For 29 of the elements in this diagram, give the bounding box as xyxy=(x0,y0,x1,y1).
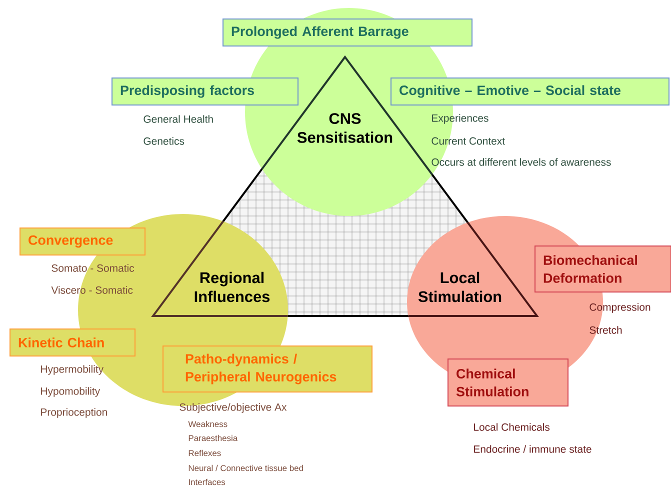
text-box: Cognitive – Emotive – Social state xyxy=(390,78,670,106)
item-text: Experiences xyxy=(432,114,488,124)
item-text: Proprioception xyxy=(41,408,107,418)
item-text: Reflexes xyxy=(188,450,221,456)
item-text: Compression xyxy=(590,303,650,313)
item-text: Subjective/objective Ax xyxy=(180,403,287,413)
item-text: Neural / Connective tissue bed xyxy=(188,464,303,472)
text-box: Patho-dynamics / Peripheral Neurogenics xyxy=(162,346,372,392)
item-text: Somato - Somatic xyxy=(52,264,134,272)
item-text: General Health xyxy=(144,115,213,123)
item-text: Hypomobility xyxy=(41,387,100,397)
item-text: Interfaces xyxy=(189,478,226,486)
item-text: Weakness xyxy=(188,420,228,428)
text-box: Biomechanical Deformation xyxy=(534,246,671,292)
text-box: Chemical Stimulation xyxy=(448,358,568,406)
item-text: Current Context xyxy=(432,137,505,145)
item-text: Occurs at different levels of awareness xyxy=(432,158,611,166)
heading-text: Local Stimulation xyxy=(418,272,502,302)
heading-text: CNS Sensitisation xyxy=(297,113,392,143)
item-text: Paraesthesia xyxy=(188,434,238,442)
item-text: Genetics xyxy=(144,137,184,145)
text-box: Prolonged Afferent Barrage xyxy=(222,18,472,46)
item-text: Stretch xyxy=(590,326,622,334)
item-text: Endocrine / immune state xyxy=(474,445,592,453)
text-box: Convergence xyxy=(20,228,146,256)
text-box: Predisposing factors xyxy=(112,78,298,106)
text-box: Kinetic Chain xyxy=(10,328,136,356)
heading-text: Regional Influences xyxy=(194,272,270,302)
item-text: Local Chemicals xyxy=(474,423,550,431)
